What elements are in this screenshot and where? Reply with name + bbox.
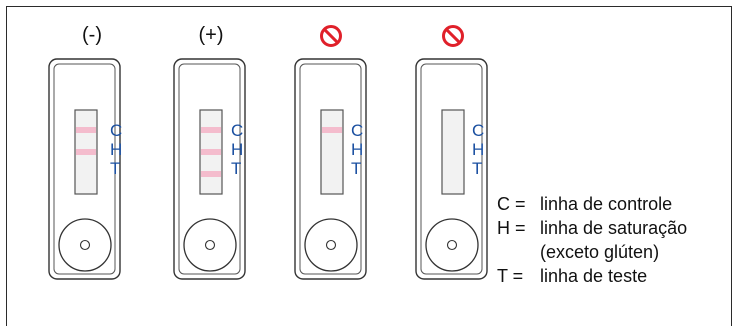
saturation-line [201,149,221,155]
legend-key: H = [497,218,526,238]
legend-value: (exceto glúten) [540,242,660,262]
test-cassette-2 [173,58,246,280]
result-label-positive: (+) [198,24,224,46]
test-line [201,171,221,177]
test-cassette-3 [294,58,367,280]
legend-key: T = [497,266,524,286]
control-line [322,127,342,133]
test-cassette-4 [415,58,488,280]
control-line [76,127,96,133]
diagram-frame [6,6,732,326]
invalid-prohibited-icon [320,25,342,47]
invalid-prohibited-icon [442,25,464,47]
result-label-negative: (-) [82,24,102,46]
legend-key: C = [497,194,526,214]
legend-value: linha de saturação [540,218,688,238]
test-cassette-1 [48,58,121,280]
control-line [201,127,221,133]
legend-value: linha de controle [540,194,673,214]
saturation-line [76,149,96,155]
legend-value: linha de teste [540,266,648,286]
